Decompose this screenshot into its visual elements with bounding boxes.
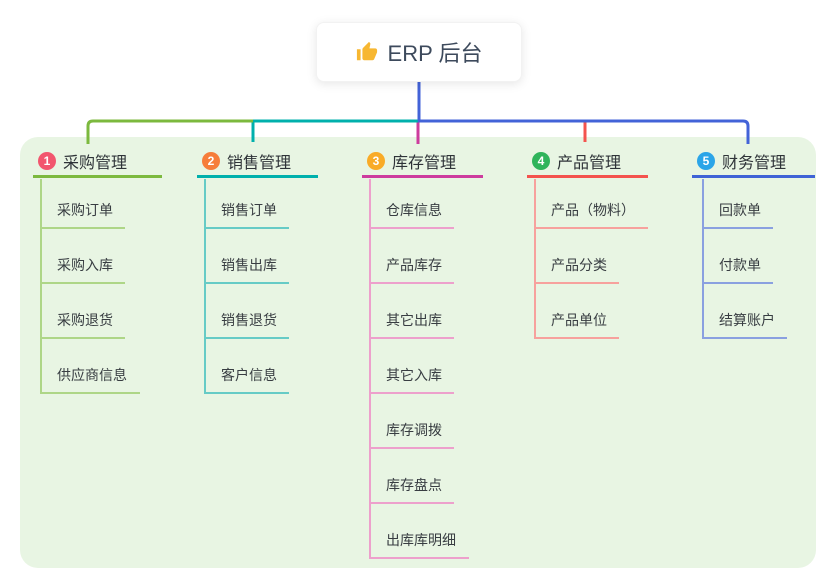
child-label: 库存盘点: [386, 477, 442, 493]
child-node[interactable]: 销售退货: [204, 309, 289, 339]
child-label: 客户信息: [221, 367, 277, 383]
branch-children-spine: [40, 179, 42, 394]
branch-badge: 5: [697, 151, 715, 170]
child-node[interactable]: 供应商信息: [40, 364, 140, 394]
thumbs-up-icon: [356, 41, 377, 61]
branch-children-spine: [369, 179, 371, 559]
child-label: 库存调拨: [386, 422, 442, 438]
child-label: 产品分类: [551, 257, 607, 273]
child-label: 其它入库: [386, 367, 442, 383]
branch-badge: 4: [532, 151, 550, 170]
branch-children-spine: [534, 179, 536, 339]
child-label: 结算账户: [719, 312, 775, 328]
child-label: 付款单: [719, 257, 761, 273]
branch-badge: 2: [202, 151, 220, 170]
branch-node-1[interactable]: 1 采购管理: [33, 146, 162, 178]
child-node[interactable]: 产品单位: [534, 309, 619, 339]
child-label: 销售退货: [221, 312, 277, 328]
child-node[interactable]: 销售出库: [204, 254, 289, 284]
child-node[interactable]: 库存盘点: [369, 474, 454, 504]
branch-label: 库存管理: [392, 154, 457, 172]
child-node[interactable]: 产品分类: [534, 254, 619, 284]
child-node[interactable]: 回款单: [702, 199, 773, 229]
child-label: 销售出库: [221, 257, 277, 273]
child-node[interactable]: 出库库明细: [369, 529, 469, 559]
child-label: 出库库明细: [386, 532, 456, 548]
child-node[interactable]: 其它出库: [369, 309, 454, 339]
branch-badge: 3: [367, 151, 385, 170]
connector-segment: [417, 82, 750, 144]
child-label: 产品单位: [551, 312, 607, 328]
branch-node-3[interactable]: 3 库存管理: [362, 146, 483, 178]
branch-label: 产品管理: [557, 154, 622, 172]
child-label: 产品（物料）: [551, 202, 635, 218]
branch-node-2[interactable]: 2 销售管理: [197, 146, 318, 178]
child-label: 销售订单: [221, 202, 277, 218]
mindmap-panel: [20, 137, 816, 568]
child-label: 产品库存: [386, 257, 442, 273]
child-label: 采购入库: [57, 257, 113, 273]
child-label: 仓库信息: [386, 202, 442, 218]
branch-node-4[interactable]: 4 产品管理: [527, 146, 648, 178]
root-node[interactable]: ERP 后台: [316, 22, 522, 82]
child-label: 其它出库: [386, 312, 442, 328]
branch-children-spine: [702, 179, 704, 339]
branch-children-spine: [204, 179, 206, 394]
child-node[interactable]: 结算账户: [702, 309, 787, 339]
branch-badge: 1: [38, 151, 56, 170]
child-label: 采购订单: [57, 202, 113, 218]
branch-node-5[interactable]: 5 财务管理: [692, 146, 815, 178]
child-label: 回款单: [719, 202, 761, 218]
child-node[interactable]: 客户信息: [204, 364, 289, 394]
child-node[interactable]: 采购入库: [40, 254, 125, 284]
branch-label: 销售管理: [227, 154, 292, 172]
child-label: 供应商信息: [57, 367, 127, 383]
child-node[interactable]: 仓库信息: [369, 199, 454, 229]
child-node[interactable]: 付款单: [702, 254, 773, 284]
branch-label: 采购管理: [63, 154, 128, 172]
child-node[interactable]: 库存调拨: [369, 419, 454, 449]
child-node[interactable]: 采购订单: [40, 199, 125, 229]
root-title: ERP 后台: [387, 41, 483, 66]
child-node[interactable]: 产品库存: [369, 254, 454, 284]
branch-label: 财务管理: [722, 154, 787, 172]
child-node[interactable]: 采购退货: [40, 309, 125, 339]
child-node[interactable]: 销售订单: [204, 199, 289, 229]
child-label: 采购退货: [57, 312, 113, 328]
child-node[interactable]: 其它入库: [369, 364, 454, 394]
child-node[interactable]: 产品（物料）: [534, 199, 648, 229]
